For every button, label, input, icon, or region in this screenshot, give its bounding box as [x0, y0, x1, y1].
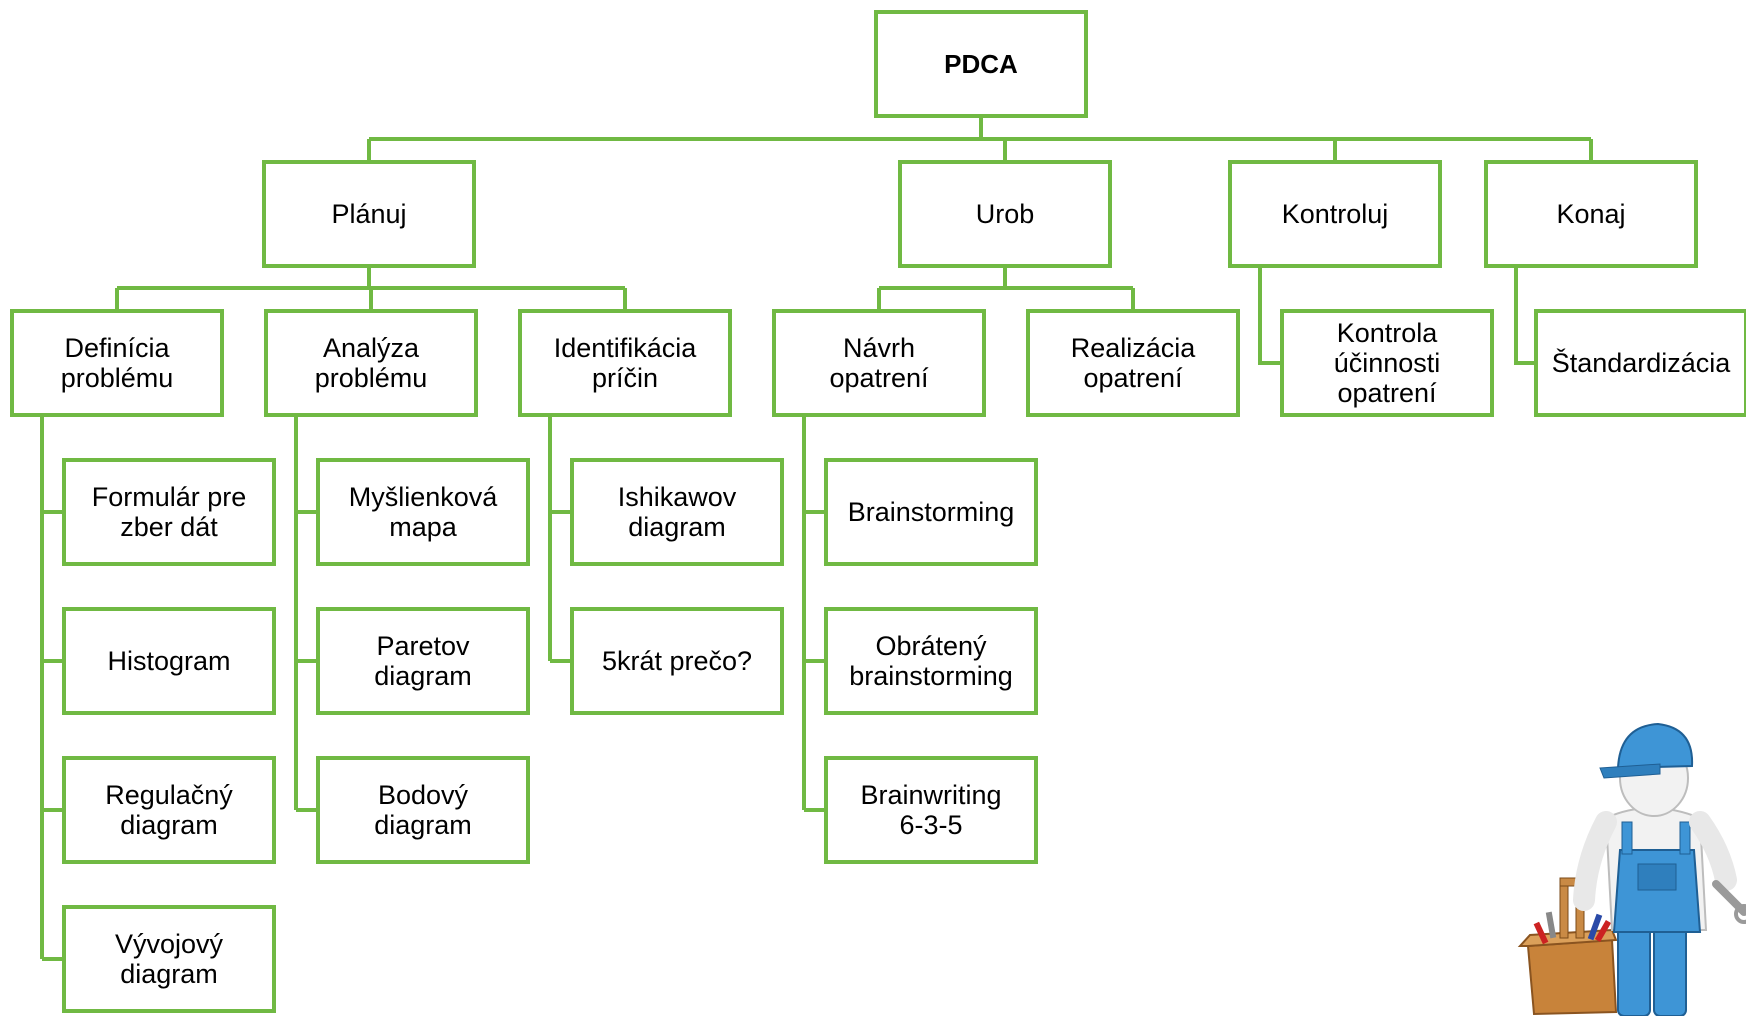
connector-to-kontrola-ucinnosti-opatreni	[1258, 266, 1282, 365]
obrateny-brainstorming-label: brainstorming	[849, 661, 1013, 691]
histogram-border	[62, 607, 276, 715]
identifikacia-pricin-label: príčin	[592, 363, 658, 393]
pdca-border	[874, 10, 1088, 118]
myslienkova-mapa-label: mapa	[389, 512, 458, 542]
planuj-label: Plánuj	[331, 199, 406, 229]
formular-pre-zber-dat-label: zber dát	[120, 512, 218, 542]
konaj-label: Konaj	[1556, 199, 1625, 229]
konaj-border	[1484, 160, 1698, 268]
paretov-diagram-label: diagram	[374, 661, 472, 691]
brainwriting-6-3-5-label: Brainwriting	[860, 780, 1001, 810]
paretov-diagram-label: Paretov	[376, 631, 470, 661]
standardizacia-box: Štandardizácia	[1534, 309, 1746, 417]
analyza-problemu-label: Analýza	[323, 333, 420, 363]
bodovy-diagram-label: diagram	[374, 810, 472, 840]
regulacny-diagram-label: diagram	[120, 810, 218, 840]
urob-border	[898, 160, 1112, 268]
vyvojovy-diagram-border	[62, 905, 276, 1013]
planuj-border	[262, 160, 476, 268]
5krat-preco-box: 5krát prečo?	[570, 607, 784, 715]
formular-pre-zber-dat-border	[62, 458, 276, 566]
brainwriting-6-3-5-label: 6-3-5	[899, 810, 962, 840]
kontrola-ucinnosti-opatreni-label: účinnosti	[1334, 348, 1441, 378]
kontroluj-label: Kontroluj	[1282, 199, 1389, 229]
histogram-label: Histogram	[107, 646, 230, 676]
ishikawov-diagram-border	[570, 458, 784, 566]
standardizacia-border	[1534, 309, 1746, 417]
formular-pre-zber-dat-label: Formulár pre	[92, 482, 247, 512]
vyvojovy-diagram-label: diagram	[120, 959, 218, 989]
identifikacia-pricin-border	[518, 309, 732, 417]
bodovy-diagram-label: Bodový	[378, 780, 469, 810]
pdca-label: PDCA	[944, 49, 1018, 79]
connector-lines	[40, 116, 1593, 961]
bodovy-diagram-border	[316, 756, 530, 864]
analyza-problemu-label: problému	[315, 363, 428, 393]
regulacny-diagram-border	[62, 756, 276, 864]
obrateny-brainstorming-label: Obrátený	[875, 631, 987, 661]
5krat-preco-label: 5krát prečo?	[602, 646, 752, 676]
paretov-diagram-border	[316, 607, 530, 715]
pdca-box: PDCA	[874, 10, 1088, 118]
urob-label: Urob	[976, 199, 1035, 229]
brainstorming-box: Brainstorming	[824, 458, 1038, 566]
definicia-problemu-label: problému	[61, 363, 174, 393]
kontrola-ucinnosti-opatreni-label: opatrení	[1337, 378, 1437, 408]
planuj-box: Plánuj	[262, 160, 476, 268]
brainwriting-6-3-5-border	[824, 756, 1038, 864]
navrh-opatreni-label: Návrh	[843, 333, 915, 363]
definicia-problemu-border	[10, 309, 224, 417]
histogram-box: Histogram	[62, 607, 276, 715]
brainstorming-label: Brainstorming	[848, 497, 1015, 527]
navrh-opatreni-border	[772, 309, 986, 417]
konaj-box: Konaj	[1484, 160, 1698, 268]
identifikacia-pricin-label: Identifikácia	[554, 333, 698, 363]
brainstorming-border	[824, 458, 1038, 566]
worker-with-toolbox-icon	[1517, 722, 1746, 1016]
realizacia-opatreni-label: Realizácia	[1071, 333, 1197, 363]
standardizacia-label: Štandardizácia	[1552, 347, 1732, 378]
kontrola-ucinnosti-opatreni-label: Kontrola	[1337, 318, 1439, 348]
ishikawov-diagram-label: Ishikawov	[618, 482, 737, 512]
myslienkova-mapa-label: Myšlienková	[349, 482, 499, 512]
definicia-problemu-label: Definícia	[64, 333, 170, 363]
kontroluj-box: Kontroluj	[1228, 160, 1442, 268]
5krat-preco-border	[570, 607, 784, 715]
analyza-problemu-border	[264, 309, 478, 417]
kontrola-ucinnosti-opatreni-border	[1280, 309, 1494, 417]
realizacia-opatreni-border	[1026, 309, 1240, 417]
connector-to-standardizacia	[1514, 266, 1536, 365]
obrateny-brainstorming-border	[824, 607, 1038, 715]
ishikawov-diagram-label: diagram	[628, 512, 726, 542]
kontroluj-border	[1228, 160, 1442, 268]
myslienkova-mapa-border	[316, 458, 530, 566]
realizacia-opatreni-label: opatrení	[1083, 363, 1183, 393]
vyvojovy-diagram-label: Vývojový	[115, 929, 224, 959]
navrh-opatreni-label: opatrení	[829, 363, 929, 393]
urob-box: Urob	[898, 160, 1112, 268]
regulacny-diagram-label: Regulačný	[105, 780, 233, 810]
